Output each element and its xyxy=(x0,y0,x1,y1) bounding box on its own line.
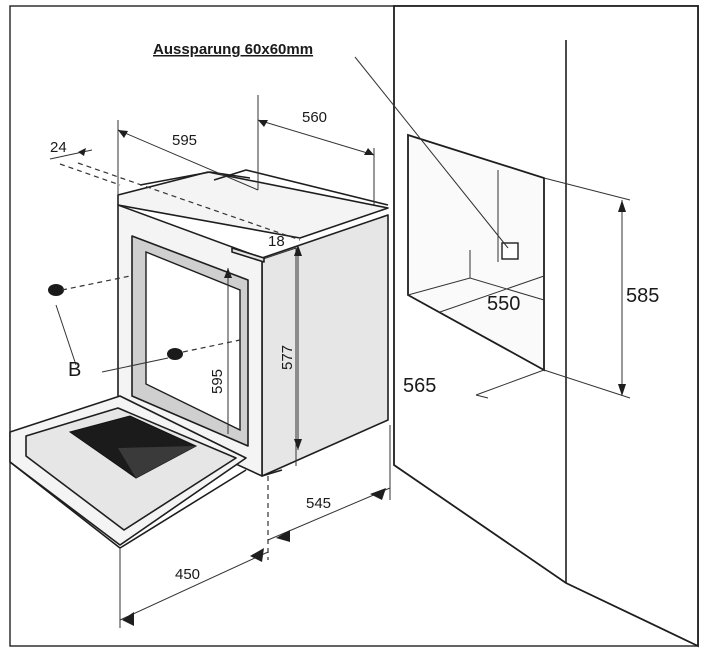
oven-body xyxy=(77,162,389,477)
dim-577 xyxy=(294,245,302,450)
screw-bottom xyxy=(101,339,241,373)
dim-label-577: 577 xyxy=(279,345,296,370)
dim-label-450: 450 xyxy=(175,566,200,583)
recess-60x60 xyxy=(501,242,519,260)
dim-label-595-top: 595 xyxy=(172,132,197,149)
dim-label-24: 24 xyxy=(50,139,67,156)
dim-560 xyxy=(257,95,375,205)
dim-550 xyxy=(439,275,545,313)
dim-24 xyxy=(49,148,121,186)
recess-leader-line xyxy=(354,56,509,249)
cabinet-wall xyxy=(393,5,699,648)
recess-label: Aussparung 60x60mm xyxy=(153,41,313,58)
dim-450 xyxy=(119,548,269,628)
dim-label-595-front: 595 xyxy=(209,369,226,394)
dim-545 xyxy=(267,425,391,542)
dim-595-top xyxy=(117,120,259,195)
dim-label-545: 545 xyxy=(306,495,331,512)
dim-595-front xyxy=(224,268,232,434)
dim-585 xyxy=(543,177,631,399)
dim-label-18: 18 xyxy=(268,233,285,250)
oven-door xyxy=(9,395,247,549)
dim-label-585: 585 xyxy=(626,285,659,307)
marker-b: B xyxy=(68,359,81,381)
dim-label-560: 560 xyxy=(302,109,327,126)
dim-label-565: 565 xyxy=(403,375,436,397)
dim-565 xyxy=(475,369,545,399)
screw-top xyxy=(48,275,131,366)
dim-label-550: 550 xyxy=(487,293,520,315)
